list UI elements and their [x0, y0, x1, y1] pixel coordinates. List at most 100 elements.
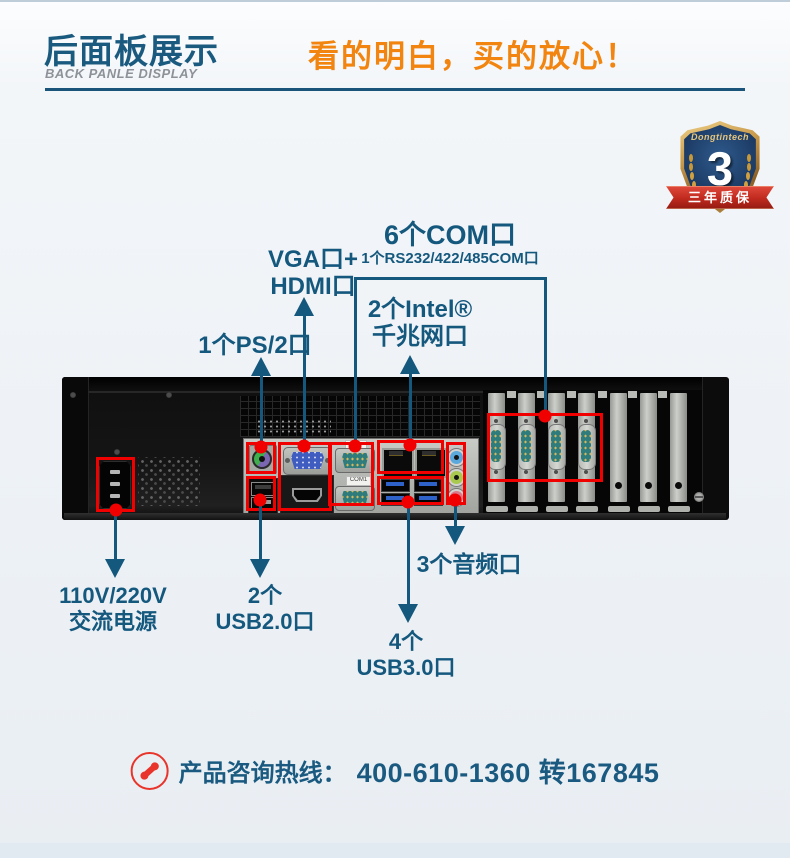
db9-screw — [554, 419, 558, 423]
slot-tab — [537, 391, 546, 398]
top-border-line — [0, 0, 790, 2]
bracket-hole — [615, 482, 622, 489]
expansion-com-port — [548, 419, 566, 474]
chassis-right-cap — [702, 377, 729, 520]
vga-leader-line — [303, 315, 306, 446]
usb3-port — [381, 479, 410, 492]
audio-jack-lineout — [448, 469, 465, 486]
expansion-com-highlight-box — [487, 413, 603, 482]
vga-connector — [291, 452, 324, 469]
header-divider — [45, 88, 745, 91]
bottom-vent — [608, 506, 630, 512]
callout-usb2-line1: 2个 — [247, 583, 283, 608]
lan-marker-dot — [403, 438, 417, 452]
usb2-leader-line — [259, 500, 262, 560]
phone-handset-icon — [136, 756, 164, 784]
slogan-text: 看的明白，买的放心！ — [308, 39, 638, 74]
slot-tab — [598, 391, 607, 398]
com-port-bottom — [335, 486, 375, 511]
rj45-pins — [422, 451, 436, 456]
power-pin — [110, 482, 120, 486]
hotline-bar: 产品咨询热线： 400-610-1360 转167845 — [130, 751, 660, 790]
power-arrow-icon — [105, 559, 125, 578]
expansion-com-port — [518, 419, 536, 474]
badge-brand-text: Dongtintech — [691, 132, 749, 142]
callout-usb2: 2个 USB2.0口 — [215, 583, 314, 635]
vent-holes — [138, 457, 200, 506]
audio-jack-linein — [448, 449, 465, 466]
lan-leader-line — [409, 373, 412, 445]
db9-screw — [584, 419, 588, 423]
com-leader-line — [354, 277, 547, 280]
ps2-marker-dot — [254, 440, 268, 454]
bottom-vent — [516, 506, 538, 512]
power-inlet-socket — [99, 461, 131, 509]
jack-hole — [454, 475, 459, 480]
callout-com: 6个COM口 1个RS232/422/485COM口 — [361, 221, 539, 268]
power-pin — [110, 494, 120, 498]
callout-lan: 2个Intel® 千兆网口 — [368, 296, 472, 350]
audio-arrow-icon — [445, 526, 465, 545]
callout-power-line2: 交流电源 — [68, 609, 158, 634]
expansion-com-marker-dot — [538, 409, 552, 423]
callout-usb2-line2: USB2.0口 — [215, 609, 315, 634]
backplate-photo: COM1 — [62, 377, 729, 520]
expansion-bracket — [640, 393, 657, 502]
usb3-leader-line — [407, 502, 410, 605]
com1-sticker: COM1 — [346, 476, 371, 486]
badge-ribbon — [666, 186, 774, 209]
badge-ribbon-text: 三年质保 — [687, 190, 752, 205]
com-leader-line-right — [544, 277, 547, 418]
db9-screw — [554, 470, 558, 474]
bracket-hole — [675, 482, 682, 489]
chassis-screw — [166, 392, 172, 398]
bottom-vent — [546, 506, 568, 512]
com-connector — [521, 430, 531, 462]
bottom-vent — [486, 506, 508, 512]
chassis-screw — [694, 492, 704, 502]
com-connector — [581, 430, 591, 462]
slot-tab — [507, 391, 516, 398]
warranty-badge: Dongtintech 3 三年质保 — [666, 120, 774, 220]
power-pin — [110, 470, 120, 474]
hdmi-port-inner — [294, 490, 320, 500]
power-marker-dot — [109, 503, 123, 517]
com-marker-dot — [348, 439, 362, 453]
slot-tab — [658, 391, 667, 398]
page-subtitle: BACK PANLE DISPLAY — [45, 66, 198, 81]
slot-tab — [628, 391, 637, 398]
usb-tongue — [255, 485, 271, 489]
usb-tongue — [386, 496, 404, 500]
usb2-marker-dot — [253, 493, 267, 507]
ps2-hole — [259, 456, 265, 462]
rj45-pins — [389, 451, 403, 456]
expansion-bracket — [610, 393, 627, 502]
db9-screw — [494, 419, 498, 423]
vga-arrow-icon — [294, 297, 314, 316]
callout-power-line1: 110V/220V — [59, 583, 167, 608]
usb2-arrow-icon — [250, 559, 270, 578]
usb-tongue — [386, 482, 404, 486]
callout-lan-line2: 千兆网口 — [372, 323, 468, 350]
com-connector — [342, 491, 368, 506]
callout-audio: 3个音频口 — [417, 551, 522, 577]
callout-lan-line1: 2个Intel® — [367, 296, 473, 323]
callout-ps2: 1个PS/2口 — [198, 332, 311, 359]
expansion-bracket — [670, 393, 687, 502]
page-title: 后面板展示 — [44, 33, 219, 71]
expansion-slot-area — [483, 390, 704, 517]
callout-audio-line1: 3个音频口 — [416, 551, 522, 577]
hotline-label: 产品咨询热线： — [178, 760, 347, 787]
lan-arrow-icon — [400, 355, 420, 374]
jack-hole — [454, 455, 459, 460]
db9-screw — [494, 470, 498, 474]
vent-highlights — [256, 419, 331, 435]
chassis-lid-seam — [88, 391, 702, 393]
callout-usb3-line1: 4个 — [388, 629, 424, 654]
callout-usb3: 4个 USB3.0口 — [356, 629, 455, 681]
usb3-marker-dot — [401, 495, 415, 509]
audio-leader-line — [454, 500, 457, 527]
slot-tab — [567, 391, 576, 398]
audio-marker-dot — [448, 493, 462, 507]
callout-usb3-line2: USB3.0口 — [356, 655, 456, 680]
